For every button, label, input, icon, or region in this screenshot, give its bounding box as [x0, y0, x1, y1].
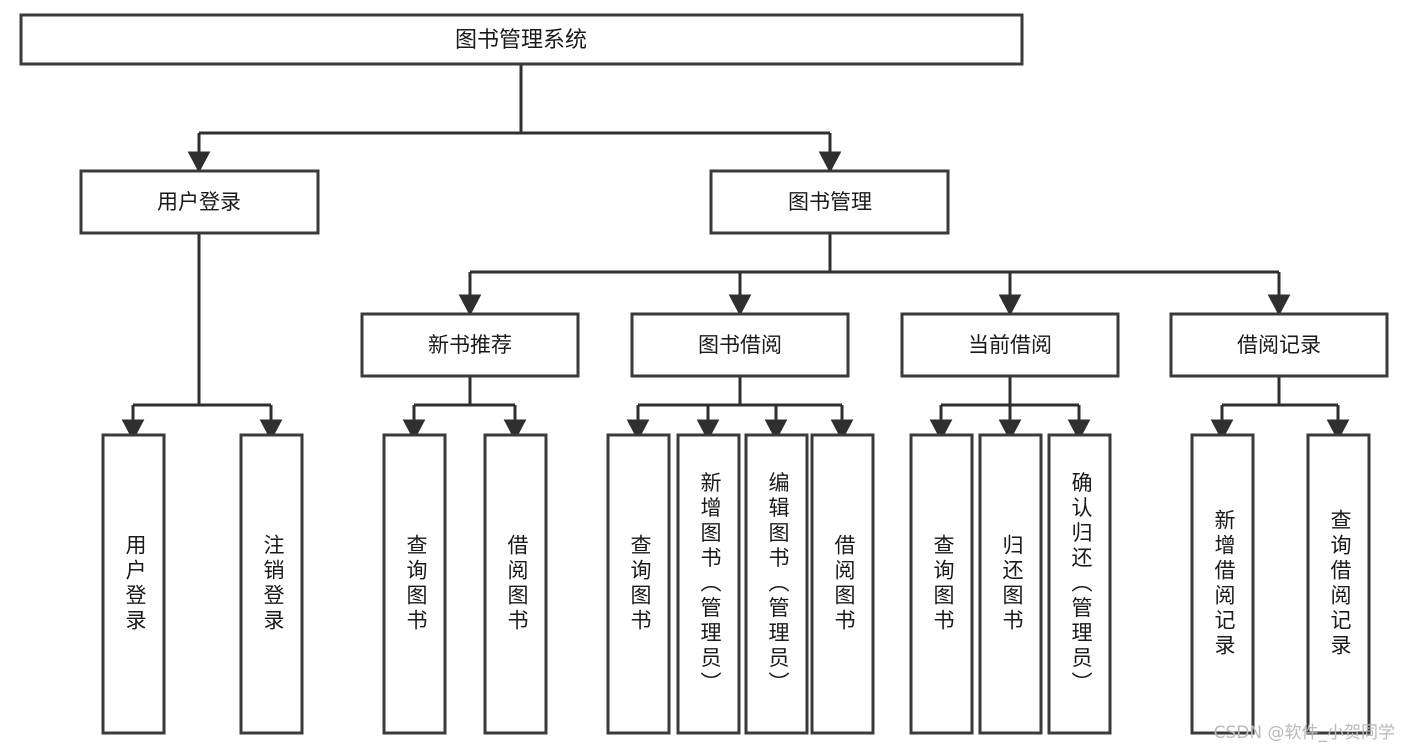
node-leaf-edit-book-label: 编辑图书（管理员） [766, 472, 790, 697]
node-book-borrow-box[interactable] [630, 312, 850, 378]
node-leaf-query-record[interactable]: 查询借阅记录 [1306, 433, 1371, 735]
node-leaf-user-login[interactable]: 用户登录 [101, 433, 166, 735]
node-leaf-query-book-2-label: 查询图书 [628, 534, 652, 634]
node-leaf-query-book-3-label: 查询图书 [931, 534, 955, 634]
node-leaf-return-book[interactable]: 归还图书 [978, 433, 1043, 735]
node-new-book-recommend-box[interactable] [360, 312, 580, 378]
node-leaf-borrow-book-2-box[interactable] [810, 433, 875, 735]
node-leaf-add-book-label: 新增图书（管理员） [698, 472, 722, 697]
node-new-book-recommend[interactable]: 新书推荐 [360, 312, 580, 378]
node-leaf-query-book-1-box[interactable] [382, 433, 447, 735]
node-leaf-return-book-box[interactable] [978, 433, 1043, 735]
node-leaf-confirm-return-box[interactable] [1047, 433, 1112, 735]
node-leaf-borrow-book-1-label: 借阅图书 [505, 534, 529, 634]
node-leaf-query-record-box[interactable] [1306, 433, 1371, 735]
node-leaf-add-record-label: 新增借阅记录 [1212, 509, 1236, 659]
node-book-management-label: 图书管理 [788, 190, 872, 214]
node-leaf-query-book-3-box[interactable] [909, 433, 974, 735]
node-leaf-logout-login-box[interactable] [239, 433, 304, 735]
node-leaf-user-login-box[interactable] [101, 433, 166, 735]
node-leaf-query-book-3[interactable]: 查询图书 [909, 433, 974, 735]
node-root-box[interactable] [19, 13, 1024, 66]
node-leaf-add-record[interactable]: 新增借阅记录 [1190, 433, 1255, 735]
node-leaf-borrow-book-2[interactable]: 借阅图书 [810, 433, 875, 735]
csdn-watermark: CSDN @软件_小贺同学 [1213, 723, 1395, 743]
node-borrow-record-box[interactable] [1169, 312, 1389, 378]
connector-layer [121, 64, 1350, 441]
node-root-book-management-system[interactable]: 图书管理系统 [19, 13, 1024, 66]
node-new-book-recommend-label: 新书推荐 [428, 333, 512, 357]
node-leaf-query-book-2-box[interactable] [606, 433, 671, 735]
node-leaf-query-book-1-label: 查询图书 [404, 534, 428, 634]
node-leaf-query-record-label: 查询借阅记录 [1328, 509, 1352, 659]
node-current-borrow-label: 当前借阅 [968, 333, 1052, 357]
node-leaf-user-login-label: 用户登录 [123, 534, 147, 634]
node-leaf-borrow-book-1[interactable]: 借阅图书 [483, 433, 548, 735]
node-book-borrow[interactable]: 图书借阅 [630, 312, 850, 378]
node-leaf-return-book-label: 归还图书 [1000, 534, 1024, 634]
node-borrow-record-label: 借阅记录 [1237, 333, 1321, 357]
node-leaf-logout-login-label: 注销登录 [261, 534, 285, 634]
node-leaf-borrow-book-2-label: 借阅图书 [832, 534, 856, 634]
node-leaf-add-record-box[interactable] [1190, 433, 1255, 735]
node-leaf-confirm-return[interactable]: 确认归还（管理员） [1047, 433, 1112, 735]
node-leaf-edit-book[interactable]: 编辑图书（管理员） [744, 433, 809, 735]
node-current-borrow-box[interactable] [900, 312, 1120, 378]
node-leaf-query-book-2[interactable]: 查询图书 [606, 433, 671, 735]
node-leaf-add-book[interactable]: 新增图书（管理员） [676, 433, 741, 735]
node-leaf-add-book-box[interactable] [676, 433, 741, 735]
node-book-borrow-label: 图书借阅 [698, 333, 782, 357]
node-leaf-query-book-1[interactable]: 查询图书 [382, 433, 447, 735]
node-leaf-edit-book-box[interactable] [744, 433, 809, 735]
node-current-borrow[interactable]: 当前借阅 [900, 312, 1120, 378]
node-user-login-box[interactable] [79, 169, 320, 235]
node-user-login[interactable]: 用户登录 [79, 169, 320, 235]
node-root-label: 图书管理系统 [455, 28, 587, 53]
node-book-management-box[interactable] [709, 169, 950, 235]
node-leaf-confirm-return-label: 确认归还（管理员） [1069, 472, 1093, 697]
node-book-management[interactable]: 图书管理 [709, 169, 950, 235]
node-user-login-label: 用户登录 [157, 190, 241, 214]
node-leaf-borrow-book-1-box[interactable] [483, 433, 548, 735]
node-leaf-logout-login[interactable]: 注销登录 [239, 433, 304, 735]
node-borrow-record[interactable]: 借阅记录 [1169, 312, 1389, 378]
